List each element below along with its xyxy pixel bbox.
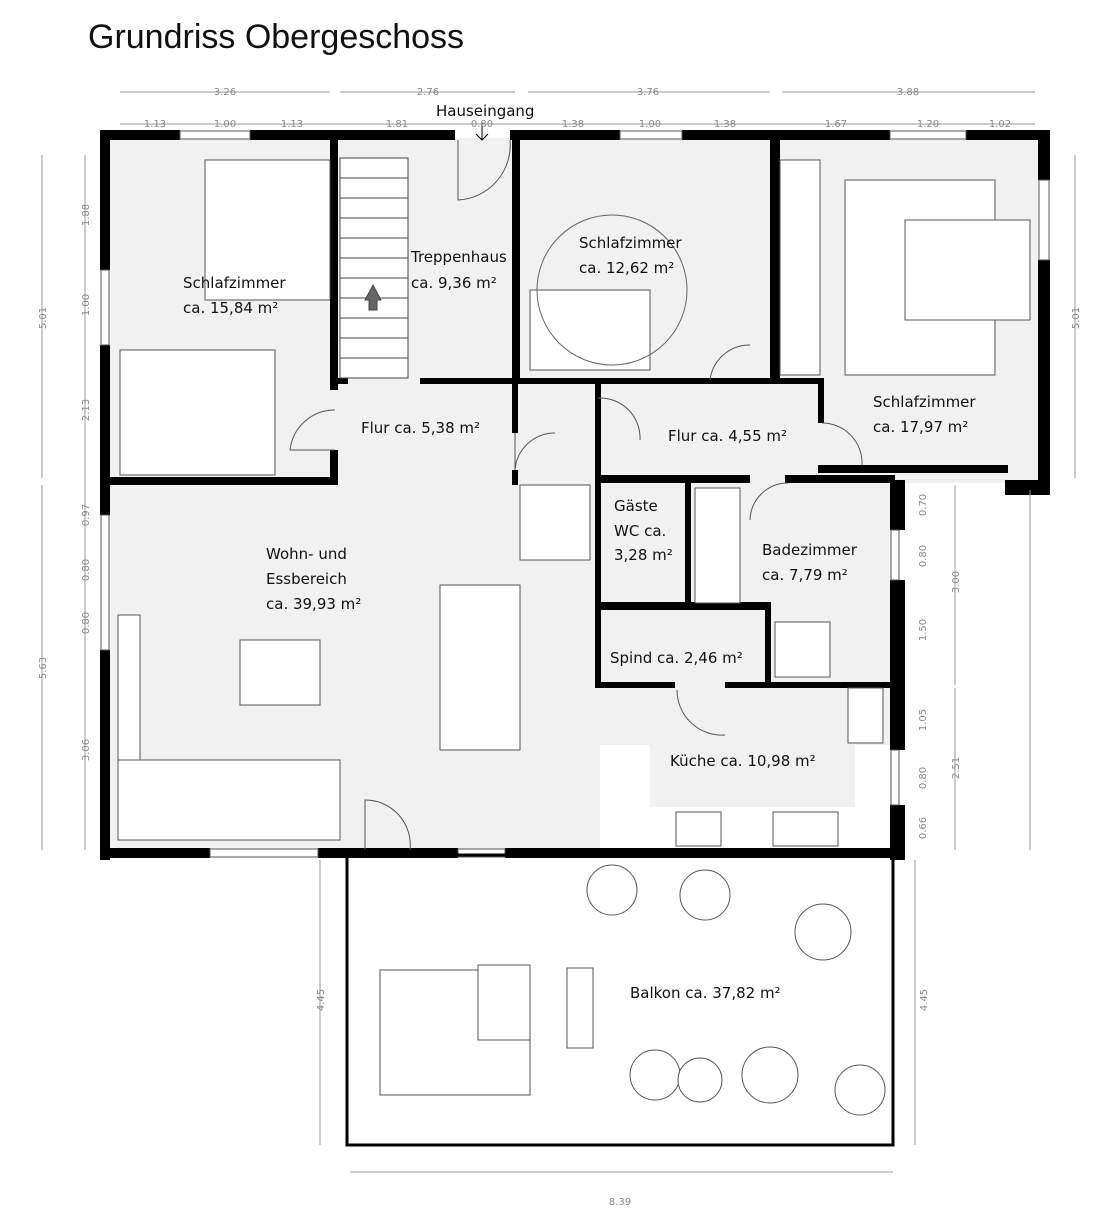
svg-text:1.81: 1.81 [386,119,408,130]
svg-text:1.02: 1.02 [989,119,1011,130]
bedroom3-name: Schlafzimmer [873,393,976,411]
balcony-name: Balkon ca. 37,82 m² [630,984,781,1002]
svg-text:1.05: 1.05 [918,709,929,731]
wc-line1: Gäste [614,497,658,515]
svg-text:1.88: 1.88 [81,204,92,226]
svg-text:1.13: 1.13 [144,119,166,130]
svg-text:4.45: 4.45 [316,989,327,1011]
svg-text:5.63: 5.63 [38,657,49,679]
svg-text:0.70: 0.70 [918,494,929,516]
svg-text:2.51: 2.51 [951,757,962,779]
svg-text:3.76: 3.76 [637,87,659,98]
kitchen-floor [650,745,855,807]
bedroom3-area: ca. 17,97 m² [873,418,968,436]
walls [100,130,1050,860]
balcony-outline [345,853,895,1147]
stairs-area: ca. 9,36 m² [411,274,497,292]
svg-text:3.26: 3.26 [214,87,236,98]
svg-text:1.38: 1.38 [562,119,584,130]
hall1-name: Flur ca. 5,38 m² [361,419,480,437]
svg-text:8.39: 8.39 [609,1197,631,1208]
svg-text:1.67: 1.67 [825,119,847,130]
svg-text:3.06: 3.06 [81,739,92,761]
svg-text:1.20: 1.20 [917,119,939,130]
svg-text:0.66: 0.66 [918,817,929,839]
stairs-name: Treppenhaus [410,248,507,266]
svg-text:0.80: 0.80 [918,545,929,567]
bedroom2-area: ca. 12,62 m² [579,259,674,277]
svg-text:0.97: 0.97 [81,504,92,526]
svg-text:1.13: 1.13 [281,119,303,130]
hall2-name: Flur ca. 4,55 m² [668,427,787,445]
page-title: Grundriss Obergeschoss [88,18,465,56]
svg-text:0.80: 0.80 [81,559,92,581]
bath-name: Badezimmer [762,541,858,559]
dimension-labels: 3.26 2.76 3.76 3.88 1.13 1.00 1.13 1.81 … [38,87,1082,1208]
svg-text:3.00: 3.00 [951,571,962,593]
svg-text:3.88: 3.88 [897,87,919,98]
svg-text:1.00: 1.00 [81,294,92,316]
svg-text:1.38: 1.38 [714,119,736,130]
svg-text:0.80: 0.80 [918,767,929,789]
living-line1: Wohn- und [266,545,347,563]
windows [100,130,1050,858]
bedroom2-name: Schlafzimmer [579,234,682,252]
svg-text:4.45: 4.45 [919,989,930,1011]
svg-text:0.80: 0.80 [471,119,493,130]
doors [289,139,863,851]
svg-text:1.00: 1.00 [214,119,236,130]
svg-text:2.76: 2.76 [417,87,439,98]
svg-text:1.50: 1.50 [918,619,929,641]
wc-area: 3,28 m² [614,546,673,564]
room-labels: Schlafzimmer ca. 15,84 m² Treppenhaus ca… [183,234,976,1002]
kitchen-name: Küche ca. 10,98 m² [670,752,816,770]
living-line2: Essbereich [266,570,347,588]
svg-text:2.13: 2.13 [81,399,92,421]
closet-name: Spind ca. 2,46 m² [610,649,743,667]
svg-text:5.01: 5.01 [1071,307,1082,329]
bedroom1-area: ca. 15,84 m² [183,299,278,317]
svg-text:5.01: 5.01 [38,307,49,329]
bedroom1-name: Schlafzimmer [183,274,286,292]
entrance-arrow-icon [475,122,489,141]
entrance-label: Hauseingang [436,102,534,120]
dimension-lines [41,91,1076,1173]
living-area: ca. 39,93 m² [266,595,361,613]
staircase [339,157,409,379]
furniture [117,159,1031,1116]
wc-line2: WC ca. [614,522,666,540]
svg-text:0.80: 0.80 [81,612,92,634]
bath-area: ca. 7,79 m² [762,566,848,584]
svg-text:1.00: 1.00 [639,119,661,130]
